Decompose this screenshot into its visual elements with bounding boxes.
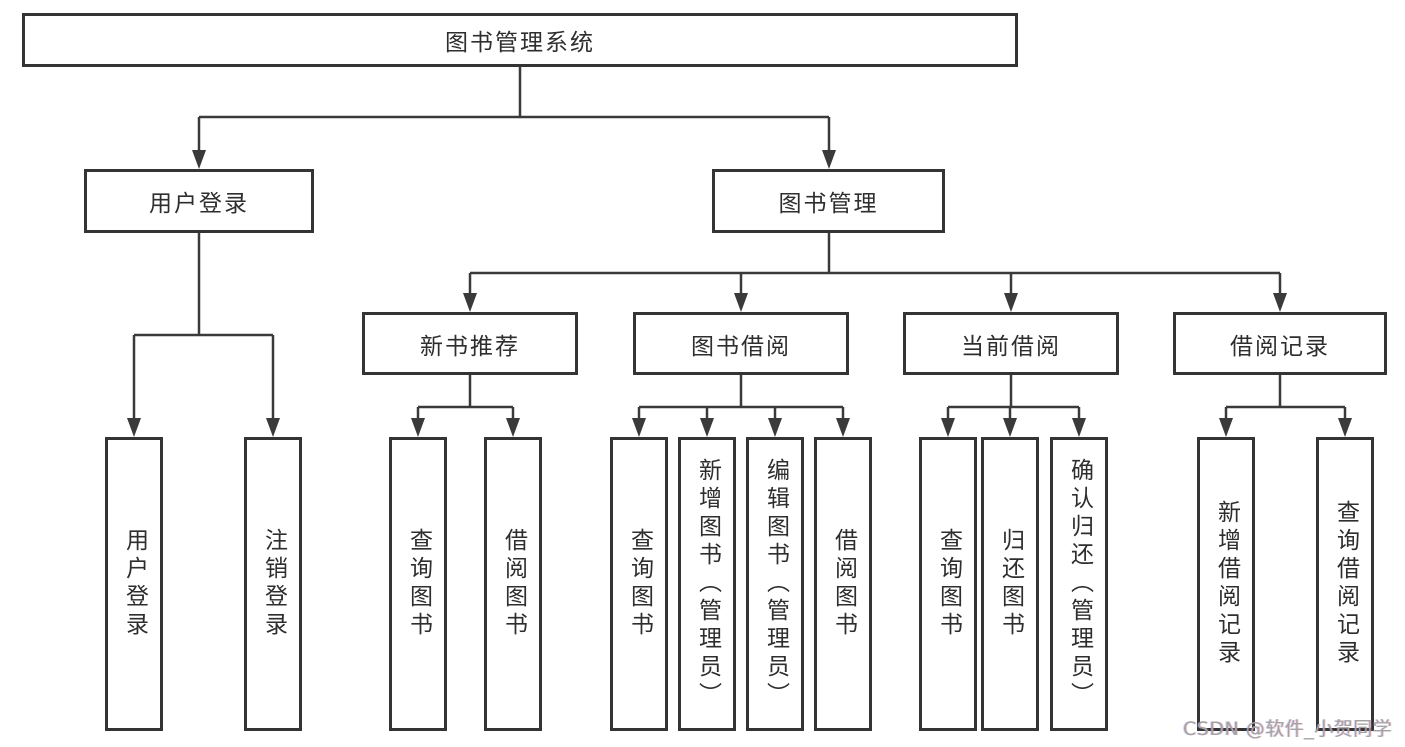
leaf-borrow-books-borrowing: 借阅图书: [814, 437, 872, 731]
connector-newbookrec-branch: [416, 375, 515, 420]
node-label: 归还图书: [997, 528, 1024, 640]
node-label: 查询图书: [626, 528, 653, 640]
node-label: 借阅图书: [830, 528, 857, 640]
connector-root-to-level1: [197, 67, 831, 151]
connector-borrowrecords-branch: [1224, 375, 1347, 420]
arrowheads-level2: [463, 293, 1287, 312]
node-label: 查询图书: [405, 528, 432, 640]
leaf-confirm-return-admin: 确认归还（管理员）: [1050, 437, 1108, 731]
node-label: 用户登录: [149, 191, 249, 217]
leaf-user-login: 用户登录: [105, 437, 163, 731]
leaf-query-books-recommend: 查询图书: [389, 437, 447, 731]
node-label: 图书管理系统: [445, 30, 595, 56]
node-label: 借阅图书: [500, 528, 527, 640]
connector-userlogin-branch: [132, 233, 275, 420]
node-book-borrowing: 图书借阅: [633, 312, 849, 375]
leaf-logout: 注销登录: [244, 437, 302, 731]
node-label: 编辑图书（管理员）: [762, 458, 789, 710]
node-system-root: 图书管理系统: [22, 13, 1018, 67]
leaf-add-borrow-record: 新增借阅记录: [1197, 437, 1255, 731]
node-label: 新增借阅记录: [1213, 500, 1240, 668]
arrowheads-leaves: [127, 418, 1352, 437]
node-label: 查询借阅记录: [1332, 500, 1359, 668]
node-current-borrowing: 当前借阅: [903, 312, 1119, 375]
node-label: 图书借阅: [691, 333, 791, 360]
leaf-query-borrow-record: 查询借阅记录: [1316, 437, 1374, 731]
node-new-book-recommend: 新书推荐: [362, 312, 578, 375]
leaf-edit-books-admin: 编辑图书（管理员）: [746, 437, 804, 731]
node-book-management-module: 图书管理: [712, 169, 945, 233]
connector-currentborrow-branch: [946, 375, 1081, 420]
node-label: 当前借阅: [961, 333, 1061, 360]
leaf-return-books: 归还图书: [981, 437, 1039, 731]
connector-bookmgmt-to-level2: [468, 233, 1282, 295]
node-label: 图书管理: [778, 191, 879, 217]
arrowheads-level1: [192, 150, 836, 169]
node-label: 新增图书（管理员）: [694, 458, 721, 710]
leaf-query-books-current: 查询图书: [919, 437, 977, 731]
node-label: 新书推荐: [420, 333, 520, 360]
leaf-borrow-books-recommend: 借阅图书: [484, 437, 542, 731]
leaf-add-books-admin: 新增图书（管理员）: [678, 437, 736, 731]
node-user-login-module: 用户登录: [84, 169, 314, 233]
node-borrowing-records: 借阅记录: [1173, 312, 1387, 375]
node-label: 查询图书: [935, 528, 962, 640]
leaf-query-books-borrowing: 查询图书: [610, 437, 668, 731]
connector-bookborrow-branch: [637, 375, 845, 420]
node-label: 注销登录: [260, 528, 287, 640]
csdn-watermark: CSDN @软件_小贺同学: [1183, 718, 1393, 740]
node-label: 借阅记录: [1230, 333, 1330, 360]
node-label: 用户登录: [121, 528, 148, 640]
node-label: 确认归还（管理员）: [1066, 458, 1093, 710]
